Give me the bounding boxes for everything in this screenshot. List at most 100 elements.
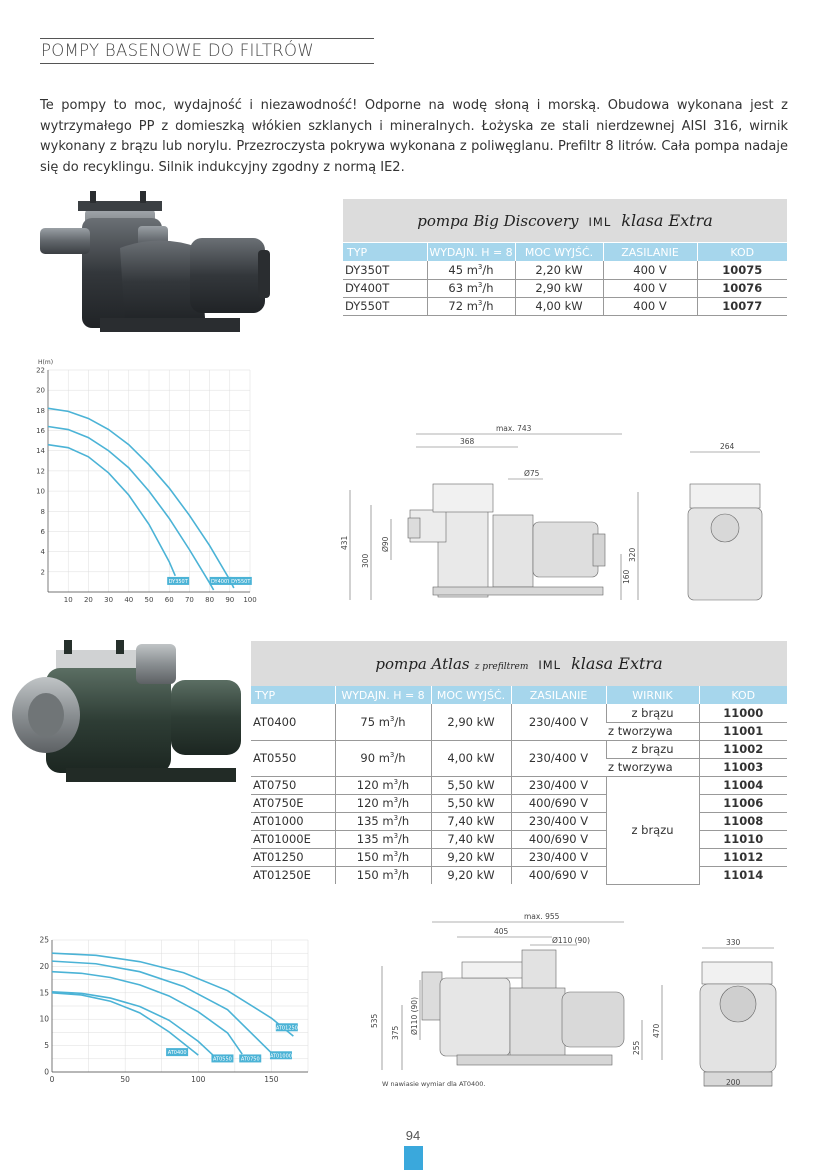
cell-code: 11014	[698, 866, 787, 884]
x-tick-label: 0	[50, 1075, 55, 1084]
x-tick-label: 100	[243, 596, 256, 604]
series-label-AT0400: AT0400	[166, 1048, 189, 1057]
cell-type: DY400T	[343, 279, 427, 298]
dim-200: 200	[726, 1078, 741, 1087]
y-tick-label: 10	[36, 488, 45, 496]
cell-code: 10077	[696, 297, 787, 316]
series-label-box	[275, 1023, 298, 1032]
table2-header-5: KOD	[698, 686, 787, 704]
cell-supply: 230/400 V	[510, 776, 606, 795]
dim-320: 320	[628, 547, 637, 562]
series-line-DY350T	[47, 443, 176, 577]
banner-atlas-iml: IML	[538, 658, 562, 672]
big-discovery-dimension-drawing: max. 743 368 Ø75 264 431 300 Ø90 320 160	[340, 424, 763, 601]
cell-power: 4,00 kW	[514, 297, 603, 316]
unit-exponent: 3	[393, 850, 399, 859]
table2-header-0: TYP	[251, 686, 335, 704]
y-tick-label: 15	[39, 988, 49, 997]
series-label-AT01000: AT01000	[269, 1051, 292, 1060]
x-tick-label: 50	[145, 596, 154, 604]
dim-d110: Ø110 (90)	[552, 936, 590, 945]
cell-power: 4,00 kW	[430, 740, 511, 777]
cell-supply: 230/400 V	[510, 740, 606, 777]
y-tick-label: 5	[44, 1041, 49, 1050]
unit-exponent: 3	[393, 796, 399, 805]
dim-d75: Ø75	[524, 469, 540, 478]
dim-max-743: max. 743	[496, 424, 532, 433]
cell-impeller: z brązu	[605, 740, 699, 759]
intro-text: Te pompy to moc, wydajność i niezawodnoś…	[40, 98, 788, 175]
cell-type: AT0400	[251, 704, 335, 741]
table1-header-0: TYP	[343, 243, 427, 261]
unit-exponent: 3	[389, 714, 395, 723]
cell-type: AT0750	[251, 776, 335, 795]
series-label-text: AT01000	[270, 1053, 292, 1059]
cell-flow: 135 m3/h	[334, 830, 431, 849]
cell-code: 11000	[698, 704, 787, 723]
series-line-AT0400	[51, 992, 199, 1056]
series-label-box	[167, 576, 190, 585]
dim-300: 300	[361, 553, 370, 568]
cell-power: 5,50 kW	[430, 794, 511, 813]
cell-power: 7,40 kW	[430, 830, 511, 849]
y-tick-label: 20	[39, 962, 49, 971]
series-line-AT0550	[51, 990, 214, 1056]
cell-supply: 230/400 V	[510, 812, 606, 831]
page-tab-marker	[404, 1146, 423, 1170]
cell-flow: 75 m3/h	[334, 704, 431, 741]
dim-max-955: max. 955	[524, 912, 560, 921]
x-tick-label: 150	[264, 1075, 279, 1084]
cell-flow: 90 m3/h	[334, 740, 431, 777]
atlas-dimension-drawing: max. 955 405 Ø110 (90) 330 200 535 375 Ø…	[370, 912, 777, 1088]
cell-impeller: z tworzywa	[606, 722, 699, 741]
y-tick-label: 0	[44, 1068, 49, 1077]
unit-exponent: 3	[477, 262, 483, 271]
x-tick-label: 50	[120, 1075, 130, 1084]
cell-flow: 63 m3/h	[426, 279, 515, 298]
series-label-text: DY400T	[211, 579, 231, 585]
cell-type: AT0750E	[251, 794, 335, 813]
x-tick-label: 100	[191, 1075, 206, 1084]
series-label-text: AT0750	[241, 1056, 260, 1062]
series-line-DY400T	[47, 425, 215, 591]
cell-type: AT01250	[251, 848, 335, 867]
page-number: 94	[405, 1128, 421, 1143]
cell-flow: 120 m3/h	[334, 794, 431, 813]
x-tick-label: 30	[104, 596, 113, 604]
y-tick-label: 25	[39, 936, 49, 945]
cell-type: AT0550	[251, 740, 335, 777]
page-title: POMPY BASENOWE DO FILTRÓW	[40, 38, 374, 64]
banner-class: klasa Extra	[621, 211, 713, 230]
cell-code: 11001	[698, 722, 787, 741]
cell-type: AT01000	[251, 812, 335, 831]
cell-code: 11008	[698, 812, 787, 831]
cell-impeller: z tworzywa	[606, 758, 699, 777]
series-label-text: DY550T	[231, 579, 251, 585]
cell-supply: 400/690 V	[510, 866, 606, 884]
cell-impeller: z brązu	[605, 704, 699, 723]
cell-code: 11012	[698, 848, 787, 867]
cell-supply: 400 V	[602, 297, 697, 316]
banner-iml: IML	[588, 215, 612, 229]
cell-power: 9,20 kW	[430, 848, 511, 867]
cell-flow: 72 m3/h	[426, 297, 515, 316]
cell-code: 11002	[698, 740, 787, 759]
series-label-AT0550: AT0550	[211, 1054, 234, 1063]
y-tick-label: 20	[36, 387, 45, 395]
dim-375: 375	[391, 1025, 400, 1040]
table1-header-3: ZASILANIE	[602, 243, 697, 261]
series-label-box	[211, 1054, 234, 1063]
series-label-text: AT01250	[276, 1025, 298, 1031]
